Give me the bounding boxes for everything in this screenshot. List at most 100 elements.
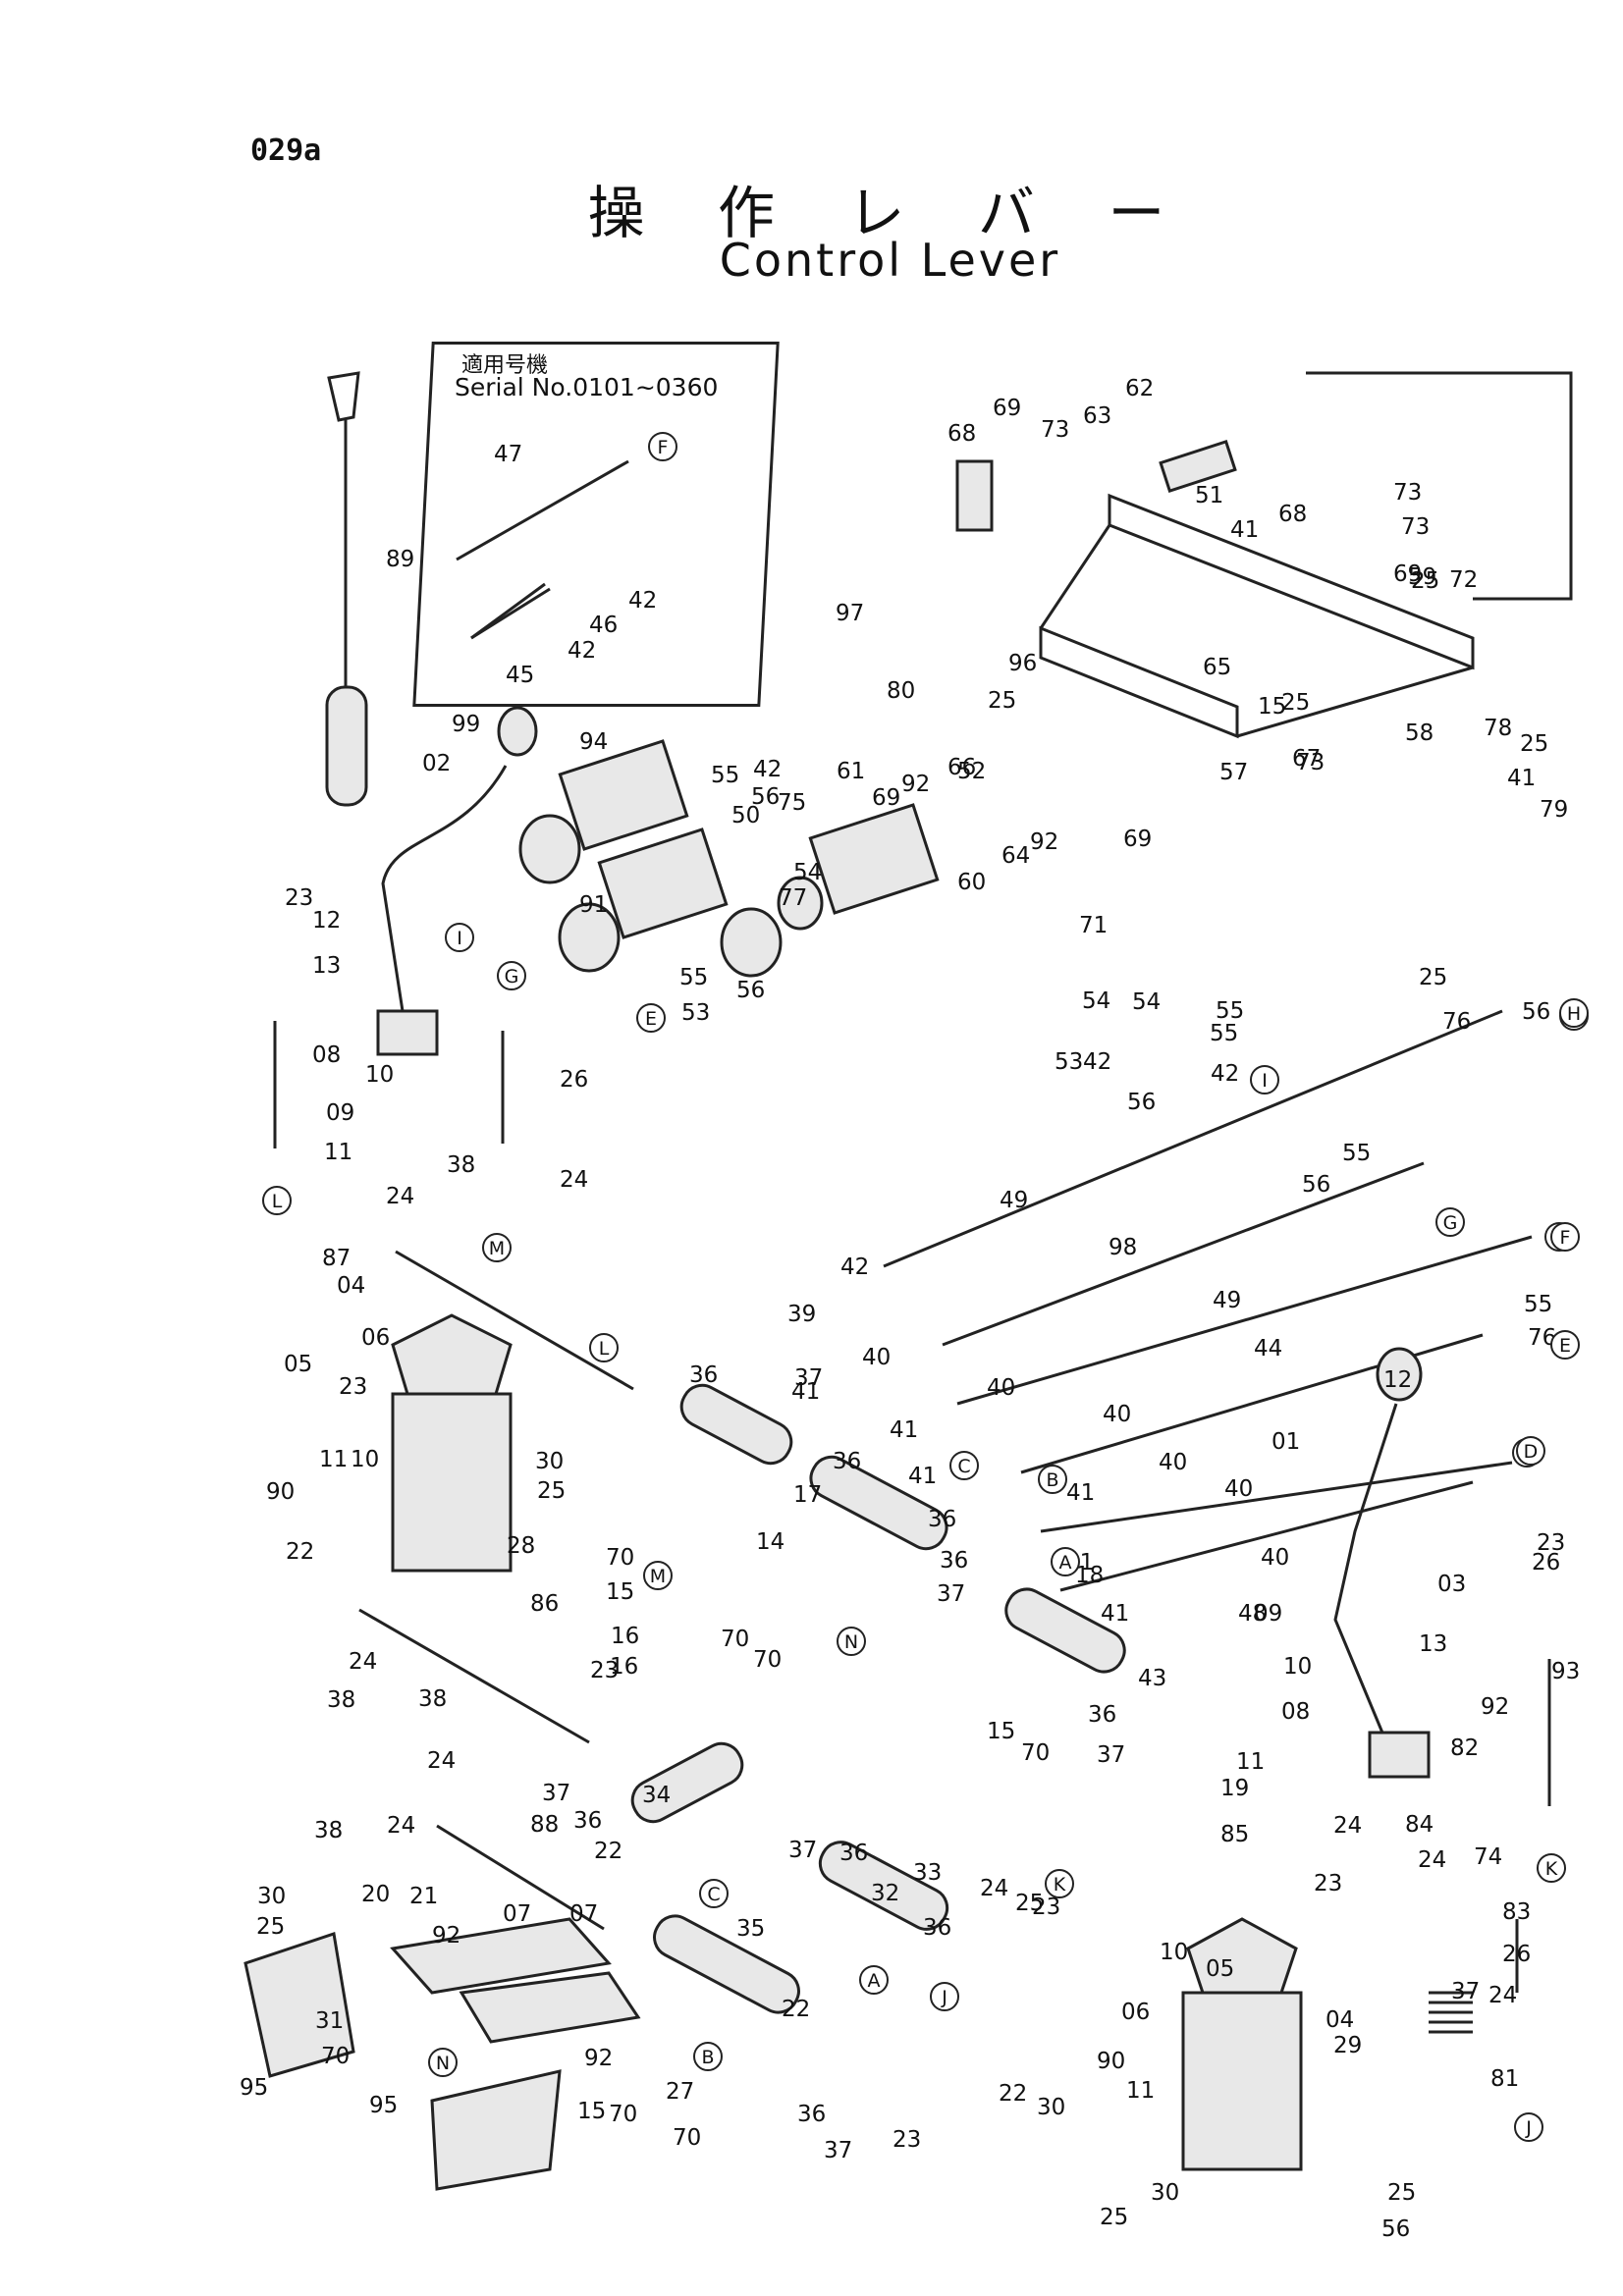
callout-number: 76 xyxy=(1442,1009,1471,1035)
reference-letter-n: N xyxy=(837,1627,866,1656)
reference-letter-a: A xyxy=(1051,1547,1080,1576)
callout-number: 37 xyxy=(542,1781,570,1806)
cover-95-a xyxy=(243,1932,355,2078)
callout-number: 41 xyxy=(1230,517,1259,543)
letter-circle xyxy=(1516,1436,1545,1466)
reference-letter-a: A xyxy=(859,1965,889,1995)
callout-number: 54 xyxy=(1082,988,1110,1014)
callout-number: 55 xyxy=(1342,1141,1371,1166)
boot-04-left xyxy=(391,1313,513,1396)
callout-number: 40 xyxy=(1224,1476,1253,1502)
bracket-78 xyxy=(955,459,994,532)
shaft-18 xyxy=(1004,1587,1126,1674)
shaft-35 xyxy=(653,1914,800,2014)
callout-number: 10 xyxy=(1283,1654,1312,1680)
callout-number: 41 xyxy=(1101,1601,1129,1627)
reference-letter-k: K xyxy=(1045,1869,1074,1898)
letter-text: F xyxy=(658,437,669,458)
letter-text: L xyxy=(272,1191,283,1212)
letter-circle xyxy=(1559,998,1589,1028)
reference-letter-g: G xyxy=(497,961,526,990)
callout-number: 56 xyxy=(1522,999,1550,1025)
callout-number: 05 xyxy=(284,1352,312,1377)
callout-number: 25 xyxy=(1015,1891,1044,1916)
callout-number: 55 xyxy=(1216,998,1244,1024)
callout-number: 42 xyxy=(1083,1049,1111,1075)
callout-number: 11 xyxy=(324,1140,352,1165)
callout-number: 23 xyxy=(893,2127,921,2153)
callout-number: 37 xyxy=(794,1365,823,1391)
callout-number: 23 xyxy=(285,885,313,911)
callout-number: 11 xyxy=(1126,2078,1155,2104)
reference-letter-d: D xyxy=(1516,1436,1545,1466)
callout-number: 24 xyxy=(1418,1847,1446,1873)
lever-02-rod xyxy=(381,765,508,1012)
callout-number: 83 xyxy=(1502,1899,1531,1925)
callout-number: 70 xyxy=(321,2044,350,2069)
callout-number: 53 xyxy=(681,1000,710,1026)
callout-number: 15 xyxy=(606,1579,634,1605)
rod-86 xyxy=(358,1608,590,1744)
letter-circle xyxy=(648,432,677,461)
callout-number: 56 xyxy=(736,978,765,1003)
callout-number: 23 xyxy=(590,1658,619,1683)
callout-number: 36 xyxy=(573,1808,602,1834)
letter-text: B xyxy=(701,2047,714,2068)
callout-number: 31 xyxy=(315,2008,344,2034)
letter-text: N xyxy=(436,2053,450,2074)
letter-circle xyxy=(1038,1465,1067,1494)
callout-number: 23 xyxy=(1537,1530,1565,1556)
letter-circle xyxy=(1550,1222,1580,1252)
callout-number: 58 xyxy=(1405,721,1434,746)
callout-number: 36 xyxy=(689,1362,718,1388)
callout-number: 26 xyxy=(560,1067,588,1093)
callout-number: 09 xyxy=(1254,1601,1282,1627)
reference-letter-b: B xyxy=(1038,1465,1067,1494)
callout-number: 74 xyxy=(1474,1844,1502,1870)
callout-number: 53 xyxy=(1055,1049,1083,1075)
callout-number: 24 xyxy=(349,1649,377,1675)
callout-number: 23 xyxy=(1032,1895,1060,1920)
page-code: 029a xyxy=(250,133,322,168)
callout-number: 66 xyxy=(947,755,976,780)
callout-number: 70 xyxy=(753,1647,782,1673)
letter-text: J xyxy=(1525,2117,1532,2139)
letter-circle xyxy=(497,961,526,990)
lever-03-rod xyxy=(1333,1403,1398,1738)
inset-callout-number: 47 xyxy=(494,442,522,467)
callout-number: 05 xyxy=(1206,1956,1234,1982)
reference-letter-l: L xyxy=(589,1333,619,1362)
callout-number: 92 xyxy=(1030,829,1058,855)
inset-callout-number: 45 xyxy=(506,663,534,688)
callout-number: 11 xyxy=(1236,1749,1265,1775)
callout-number: 56 xyxy=(751,784,780,810)
callout-number: 07 xyxy=(569,1901,598,1927)
boot-04-right xyxy=(1186,1917,1298,1995)
letter-circle xyxy=(589,1333,619,1362)
callout-number: 54 xyxy=(793,860,822,885)
letter-circle xyxy=(1051,1547,1080,1576)
callout-number: 06 xyxy=(1121,2000,1150,2025)
callout-number: 70 xyxy=(609,2102,637,2127)
callout-number: 40 xyxy=(862,1345,891,1370)
callout-number: 67 xyxy=(1292,746,1321,772)
reference-letter-i: I xyxy=(445,923,474,952)
callout-layer: 8999022312130810110926243824870406052390… xyxy=(240,376,1580,2242)
callout-number: 70 xyxy=(673,2125,701,2151)
callout-number: 30 xyxy=(1037,2095,1065,2120)
reference-letter-j: J xyxy=(1514,2112,1543,2142)
callout-number: 56 xyxy=(1381,2216,1410,2242)
callout-number: 10 xyxy=(365,1062,394,1088)
reference-letter-m: M xyxy=(482,1233,512,1262)
callout-number: 26 xyxy=(1502,1942,1531,1967)
lever-03-bracket xyxy=(1368,1731,1431,1779)
callout-number: 69 xyxy=(1393,561,1422,587)
letter-circle xyxy=(1435,1207,1465,1237)
callout-number: 25 xyxy=(537,1478,566,1504)
control-valve-outline xyxy=(1306,371,1573,601)
callout-number: 51 xyxy=(1195,483,1223,508)
letter-circle xyxy=(1550,1330,1580,1360)
callout-number: 40 xyxy=(1103,1402,1131,1427)
callout-number: 37 xyxy=(788,1838,817,1863)
letter-circle xyxy=(693,2042,723,2071)
